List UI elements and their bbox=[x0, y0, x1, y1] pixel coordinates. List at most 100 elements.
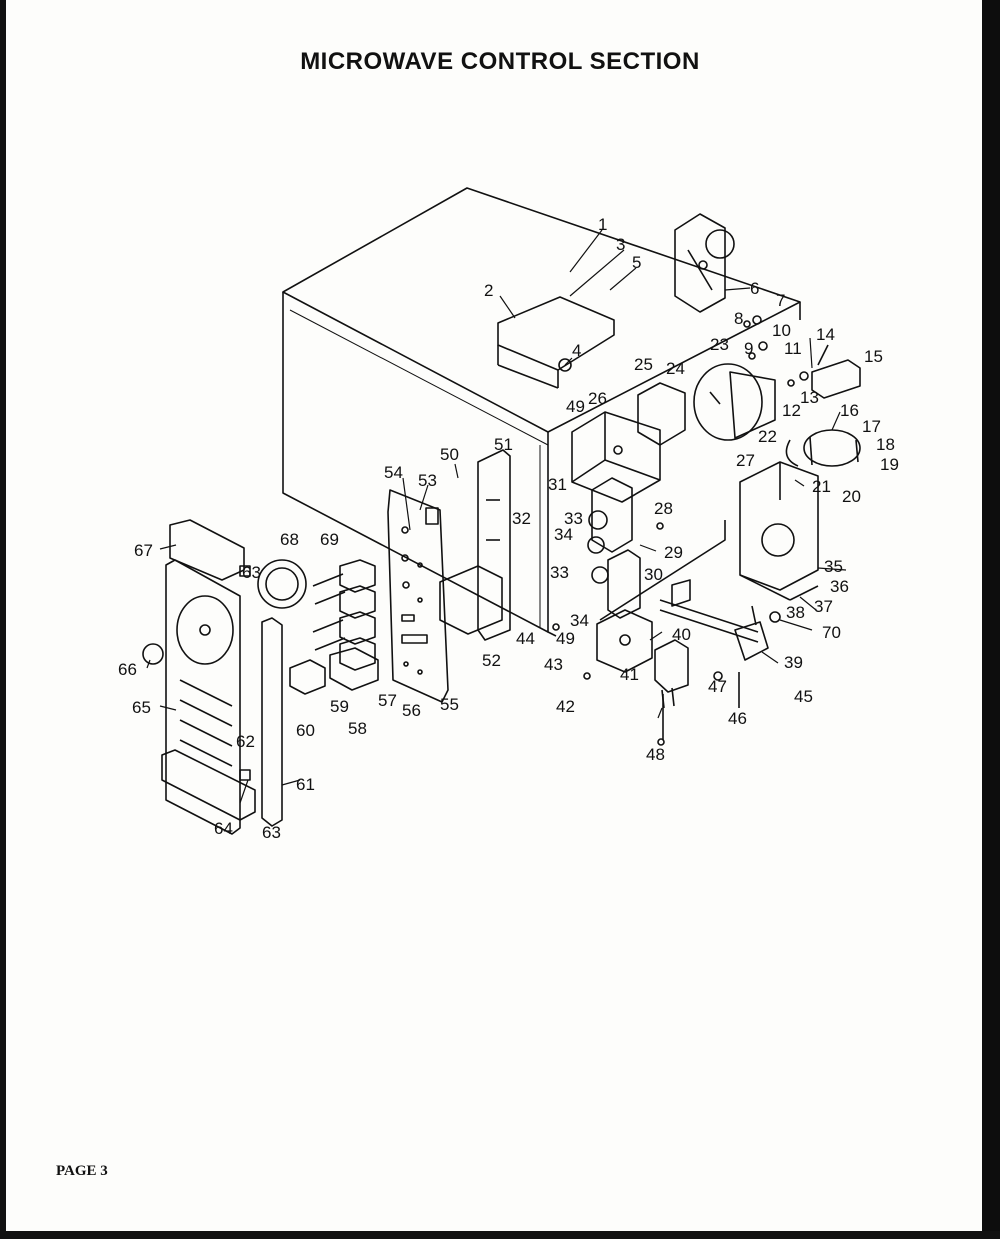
callout-63: 63 bbox=[262, 823, 281, 842]
callout-28: 28 bbox=[654, 499, 673, 518]
callout-50: 50 bbox=[440, 445, 459, 464]
callout-8: 8 bbox=[734, 309, 743, 328]
callout-39: 39 bbox=[784, 653, 803, 672]
callout-12: 12 bbox=[782, 401, 801, 420]
callout-65: 65 bbox=[132, 698, 151, 717]
callout-33: 33 bbox=[564, 509, 583, 528]
callout-17: 17 bbox=[862, 417, 881, 436]
scan-border-right bbox=[982, 0, 1000, 1239]
callout-47: 47 bbox=[708, 677, 727, 696]
callout-33: 33 bbox=[550, 563, 569, 582]
callout-30: 30 bbox=[644, 565, 663, 584]
callout-25: 25 bbox=[634, 355, 653, 374]
callout-36: 36 bbox=[830, 577, 849, 596]
callout-46: 46 bbox=[728, 709, 747, 728]
callout-29: 29 bbox=[664, 543, 683, 562]
part-53-chip bbox=[425, 507, 439, 525]
part-55-circuit-board bbox=[387, 489, 449, 703]
small-fasteners-group bbox=[743, 315, 809, 387]
part-40-thermostat bbox=[654, 639, 689, 709]
callout-60: 60 bbox=[296, 721, 315, 740]
part-39-interlock-rail bbox=[659, 579, 769, 661]
part-41-door-switch bbox=[596, 609, 653, 673]
part-63-clip-lower bbox=[239, 769, 251, 781]
part-63-clip-upper bbox=[239, 565, 251, 577]
part-15-switch bbox=[811, 344, 861, 399]
diagram-title: MICROWAVE CONTROL SECTION bbox=[300, 48, 700, 75]
callout-4: 4 bbox=[572, 341, 581, 360]
callout-54: 54 bbox=[384, 463, 403, 482]
callout-56: 56 bbox=[402, 701, 421, 720]
callout-67: 67 bbox=[134, 541, 153, 560]
part-6-timer-motor bbox=[674, 213, 735, 313]
callout-14: 14 bbox=[816, 325, 835, 344]
callout-49: 49 bbox=[566, 397, 585, 416]
page-label: PAGE 3 bbox=[56, 1163, 108, 1179]
callout-48: 48 bbox=[646, 745, 665, 764]
callout-44: 44 bbox=[516, 629, 535, 648]
callout-9: 9 bbox=[744, 339, 753, 358]
part-38-transformer bbox=[739, 461, 819, 601]
scan-border-bottom bbox=[0, 1231, 1000, 1239]
callout-63: 63 bbox=[242, 563, 261, 582]
callout-57: 57 bbox=[378, 691, 397, 710]
callout-10: 10 bbox=[772, 321, 791, 340]
callout-66: 66 bbox=[118, 660, 137, 679]
callout-32: 32 bbox=[512, 509, 531, 528]
callout-23: 23 bbox=[710, 335, 729, 354]
callout-61: 61 bbox=[296, 775, 315, 794]
callout-1: 1 bbox=[598, 215, 607, 234]
part-60-latch bbox=[289, 659, 326, 695]
callout-26: 26 bbox=[588, 389, 607, 408]
callout-7: 7 bbox=[776, 291, 785, 310]
callout-19: 19 bbox=[880, 455, 899, 474]
part-16-capacitor bbox=[785, 429, 861, 467]
callout-2: 2 bbox=[484, 281, 493, 300]
part-58-switch bbox=[329, 647, 379, 691]
callout-31: 31 bbox=[548, 475, 567, 494]
callout-3: 3 bbox=[616, 235, 625, 254]
callout-45: 45 bbox=[794, 687, 813, 706]
callout-34: 34 bbox=[570, 611, 589, 630]
callout-42: 42 bbox=[556, 697, 575, 716]
callout-53: 53 bbox=[418, 471, 437, 490]
callout-58: 58 bbox=[348, 719, 367, 738]
scan-border-left bbox=[0, 0, 6, 1239]
part-65-control-panel bbox=[165, 559, 241, 835]
part-66-knob bbox=[142, 643, 164, 665]
part-61-side-trim bbox=[261, 617, 283, 827]
callout-6: 6 bbox=[750, 279, 759, 298]
part-30-relay-stack bbox=[587, 477, 641, 619]
callout-64: 64 bbox=[214, 819, 233, 838]
callout-16: 16 bbox=[840, 401, 859, 420]
callout-20: 20 bbox=[842, 487, 861, 506]
part-51-terminal-block bbox=[439, 449, 511, 641]
callout-11: 11 bbox=[784, 339, 802, 358]
callout-34: 34 bbox=[554, 525, 573, 544]
part-25-bracket bbox=[637, 382, 686, 446]
callout-5: 5 bbox=[632, 253, 641, 272]
callout-59: 59 bbox=[330, 697, 349, 716]
callout-21: 21 bbox=[812, 477, 831, 496]
callout-27: 27 bbox=[736, 451, 755, 470]
screw-and-pin-parts bbox=[403, 522, 781, 746]
part-2-bracket bbox=[497, 296, 615, 389]
callout-18: 18 bbox=[876, 435, 895, 454]
part-67-top-trim bbox=[169, 519, 245, 581]
leader-lines bbox=[146, 229, 847, 804]
part-26-magnetron bbox=[571, 411, 661, 503]
callout-43: 43 bbox=[544, 655, 563, 674]
callout-35: 35 bbox=[824, 557, 843, 576]
part-23-fan-motor bbox=[693, 363, 776, 441]
part-69-key-pads bbox=[312, 559, 376, 671]
callout-55: 55 bbox=[440, 695, 459, 714]
part-64-bottom-trim bbox=[161, 749, 256, 821]
callout-22: 22 bbox=[758, 427, 777, 446]
callout-69: 69 bbox=[320, 530, 339, 549]
callout-13: 13 bbox=[800, 388, 819, 407]
callout-49: 49 bbox=[556, 629, 575, 648]
callout-62: 62 bbox=[236, 732, 255, 751]
callout-52: 52 bbox=[482, 651, 501, 670]
